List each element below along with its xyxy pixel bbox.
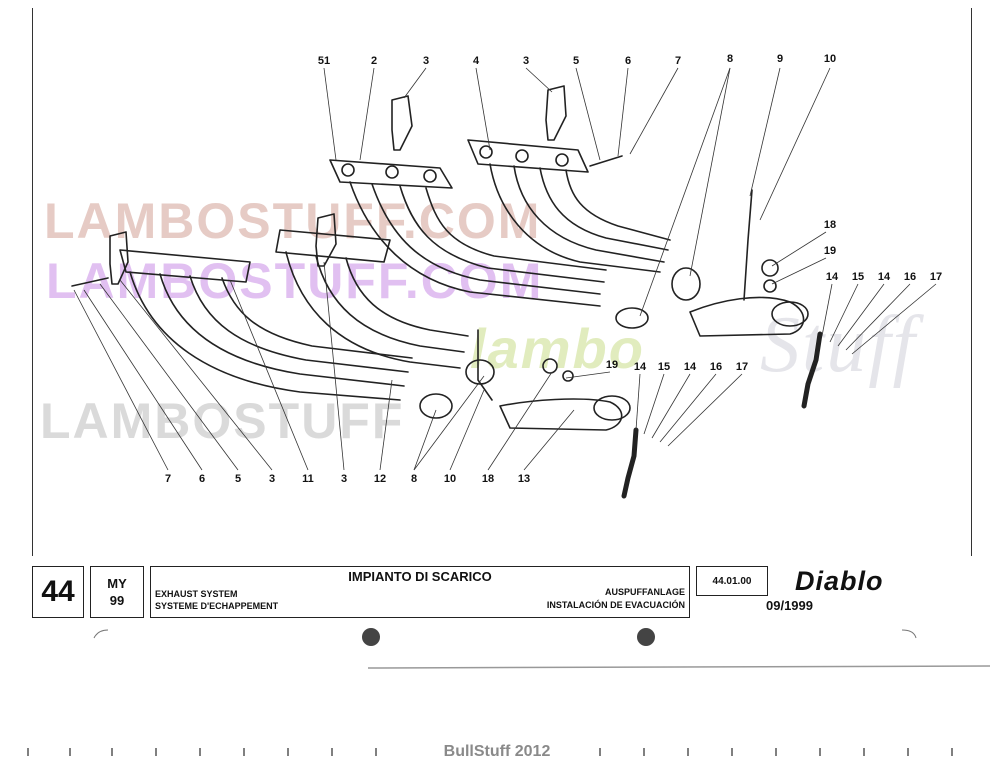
callout-label: 12 xyxy=(374,473,386,485)
callout-label: 3 xyxy=(269,473,275,485)
exhaust-hanger xyxy=(621,427,639,499)
callout-label: 14 xyxy=(684,361,697,373)
drawing-code: 44.01.00 xyxy=(696,566,768,596)
bracket xyxy=(391,95,413,151)
model-label: MY xyxy=(107,576,127,591)
oxygen-sensor xyxy=(477,329,493,401)
callout-label: 11 xyxy=(302,473,314,485)
model-year: 99 xyxy=(109,593,125,608)
callout-label: 3 xyxy=(341,473,347,485)
callout-label: 9 xyxy=(777,53,783,65)
callouts-right: 18 19 14 15 14 16 17 xyxy=(824,219,942,283)
binder-hole-icon xyxy=(362,628,380,646)
model-logo: Diablo xyxy=(795,566,884,596)
drawing-frame xyxy=(32,8,972,556)
page-marks xyxy=(27,628,991,756)
callout-label: 5 xyxy=(235,473,241,485)
callout-label: 8 xyxy=(727,53,733,65)
title-box: IMPIANTO DI SCARICO EXHAUST SYSTEM SYSTE… xyxy=(150,566,690,618)
callout-label: 2 xyxy=(371,55,377,67)
callout-label: 7 xyxy=(165,473,171,485)
oxygen-sensor xyxy=(743,189,753,301)
callouts-top: 51 2 3 4 3 5 6 7 8 9 10 xyxy=(318,53,836,67)
bracket xyxy=(545,85,567,141)
callouts-mid: 19 14 15 14 16 17 xyxy=(606,359,748,373)
callout-label: 17 xyxy=(930,271,942,283)
title-italian: IMPIANTO DI SCARICO xyxy=(348,569,492,584)
callout-label: 3 xyxy=(523,55,529,67)
callout-label: 10 xyxy=(824,53,836,65)
title-english: EXHAUST SYSTEM xyxy=(155,589,238,599)
callout-label: 15 xyxy=(852,271,864,283)
model-year-box: MY 99 xyxy=(90,566,144,618)
bracket xyxy=(315,213,337,267)
callout-label: 14 xyxy=(634,361,647,373)
revision-date: 09/1999 xyxy=(766,598,813,613)
callout-label: 16 xyxy=(904,271,916,283)
binder-hole-icon xyxy=(637,628,655,646)
title-french: SYSTEME D'ECHAPPEMENT xyxy=(155,601,279,611)
callouts-bottom: 7 6 5 3 11 3 12 8 10 18 13 xyxy=(165,473,530,485)
callout-label: 14 xyxy=(878,271,891,283)
manifold-left-upper xyxy=(329,159,649,329)
callout-label: 6 xyxy=(199,473,205,485)
callout-label: 5 xyxy=(573,55,579,67)
callout-label: 15 xyxy=(658,361,670,373)
callout-label: 18 xyxy=(482,473,494,485)
callout-label: 17 xyxy=(736,361,748,373)
bolt xyxy=(71,277,109,287)
exhaust-hanger xyxy=(801,331,823,409)
callout-label: 19 xyxy=(606,359,618,371)
manifold-right-upper xyxy=(467,139,701,301)
title-german: AUSPUFFANLAGE xyxy=(604,587,685,597)
collector-pipe xyxy=(689,296,805,337)
page-number: 44 xyxy=(32,566,84,618)
callout-label: 14 xyxy=(826,271,839,283)
callout-label: 13 xyxy=(518,473,530,485)
callout-label: 7 xyxy=(675,55,681,67)
callout-label: 6 xyxy=(625,55,631,67)
callout-label: 51 xyxy=(318,55,330,67)
manifold-right-lower xyxy=(275,229,495,385)
bracket xyxy=(109,231,129,285)
callout-label: 4 xyxy=(473,55,480,67)
callout-label: 3 xyxy=(423,55,429,67)
callout-label: 10 xyxy=(444,473,456,485)
title-spanish: INSTALACIÓN DE EVACUACIÓN xyxy=(546,600,685,610)
footer-credit: BullStuff 2012 xyxy=(443,743,551,760)
watermark-text: Stuff xyxy=(760,301,917,389)
watermark-text: LAMBOSTUFF xyxy=(40,393,405,449)
callout-label: 8 xyxy=(411,473,417,485)
collector-pipe xyxy=(499,398,623,431)
callout-label: 18 xyxy=(824,219,836,231)
callout-label: 16 xyxy=(710,361,722,373)
bolt xyxy=(589,155,623,167)
callout-label: 19 xyxy=(824,245,836,257)
manifold-left-lower xyxy=(119,249,453,419)
